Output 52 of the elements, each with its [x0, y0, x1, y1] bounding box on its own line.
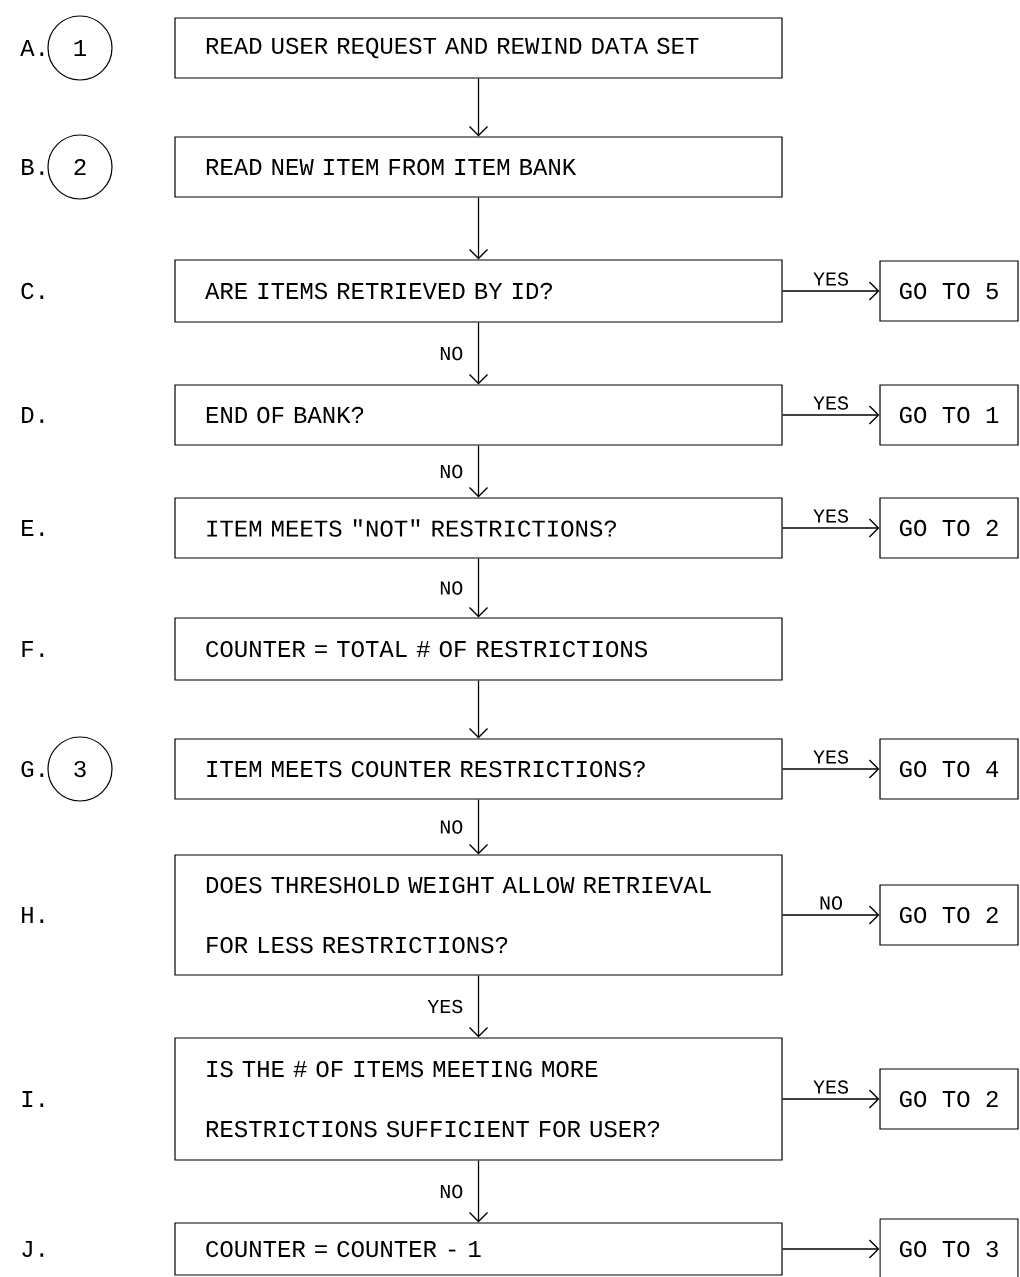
arrow	[468, 798, 489, 855]
edge-label: YES	[812, 749, 850, 765]
arrow	[781, 1089, 880, 1109]
row-letter: J.	[22, 1241, 44, 1258]
edge-label: NO	[438, 1183, 465, 1200]
arrow	[781, 405, 880, 425]
row-letter: I.	[22, 1091, 44, 1107]
arrow	[781, 905, 880, 925]
process-box: ARE ITEMS RETRIEVED BY ID?	[174, 259, 783, 323]
edge-label: YES	[812, 395, 850, 411]
process-box: ITEM MEETS COUNTER RESTRICTIONS?	[174, 738, 783, 800]
arrow	[468, 557, 489, 618]
edge-label: NO	[438, 819, 465, 835]
arrow	[468, 444, 489, 498]
process-box: GO TO 2	[879, 884, 1019, 946]
process-box: ITEM MEETS "NOT" RESTRICTIONS?	[174, 497, 783, 559]
arrow	[781, 759, 880, 779]
edge-label: NO	[818, 895, 844, 911]
arrow	[468, 321, 489, 385]
row-letter: E.	[22, 520, 44, 536]
edge-label: YES	[812, 508, 850, 524]
arrow	[781, 518, 880, 538]
process-box: IS THE # OF ITEMS MEETING MORE RESTRICTIONS SUFFICIENT FOR USER?	[174, 1037, 783, 1161]
arrow	[781, 281, 880, 301]
edge-label: NO	[438, 580, 465, 596]
row-letter: D.	[22, 407, 44, 423]
edge-label: YES	[812, 1079, 850, 1095]
process-box: COUNTER = COUNTER - 1	[174, 1222, 783, 1276]
process-box: DOES THRESHOLD WEIGHT ALLOW RETRIEVAL FOR LESS RESTRICTIONS?	[174, 854, 783, 976]
process-box: GO TO 2	[879, 497, 1019, 559]
arrow	[468, 1159, 489, 1223]
row-letter: F.	[22, 641, 44, 657]
edge-label: YES	[812, 271, 850, 287]
process-box: READ NEW ITEM FROM ITEM BANK	[174, 136, 783, 198]
arrow	[468, 196, 489, 260]
arrow	[468, 679, 489, 739]
arrow	[781, 1239, 880, 1259]
row-letter: C.	[21, 282, 44, 300]
process-box: GO TO 2	[879, 1068, 1019, 1130]
process-box: GO TO 1	[879, 384, 1019, 446]
process-box: GO TO 3	[879, 1218, 1019, 1277]
arrow	[468, 974, 489, 1038]
process-box: COUNTER = TOTAL # OF RESTRICTIONS	[174, 617, 783, 681]
process-box: GO TO 5	[879, 260, 1019, 322]
arrow	[468, 77, 489, 137]
process-box: END OF BANK?	[174, 384, 783, 446]
edge-label: NO	[438, 463, 465, 480]
process-box: GO TO 4	[879, 738, 1019, 800]
edge-label: NO	[438, 345, 465, 362]
row-letter: H.	[22, 907, 44, 923]
edge-label: YES	[426, 998, 465, 1015]
process-box: READ USER REQUEST AND REWIND DATA SET	[174, 17, 783, 79]
